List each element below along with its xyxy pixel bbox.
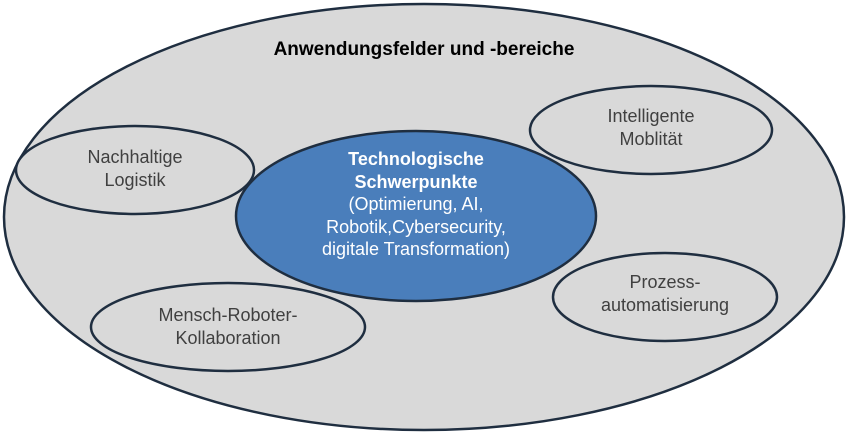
satellite-ellipse-mrk [89, 281, 367, 373]
center-heading-line: Technologische [348, 149, 484, 169]
center-body: (Optimierung, AI, Robotik,Cybersecurity,… [238, 193, 594, 261]
satellite-ellipse-prozessautomatisierung [551, 251, 779, 343]
satellite-label-line: Nachhaltige [87, 147, 183, 167]
satellite-label-mrk: Mensch-Roboter- Kollaboration [118, 304, 338, 349]
satellite-label-logistik: Nachhaltige Logistik [35, 146, 235, 191]
center-heading-line: Schwerpunkte [354, 171, 478, 192]
center-label: Technologische Schwerpunkte (Optimierung… [238, 148, 594, 261]
satellite-ellipse-mobilitaet [528, 84, 774, 176]
satellite-label-line: automatisierung [600, 294, 730, 315]
diagram-title: Anwendungsfelder und -bereiche [273, 39, 575, 60]
center-ellipse [234, 129, 598, 303]
satellite-label-line: Mensch-Roboter- [158, 305, 298, 325]
satellite-label-line: Intelligente [607, 106, 695, 126]
satellite-label-line: Moblität [619, 128, 683, 149]
satellite-label-line: Prozess- [629, 272, 701, 292]
center-heading: Technologische Schwerpunkte [238, 148, 594, 193]
satellite-label-prozessautomatisierung: Prozess- automatisierung [565, 271, 765, 316]
satellite-label-line: Kollaboration [175, 327, 281, 348]
satellite-ellipse-logistik [14, 124, 256, 216]
satellite-label-line: Logistik [104, 169, 166, 190]
satellite-label-mobilitaet: Intelligente Moblität [551, 105, 751, 150]
center-body-line: digitale Transformation) [321, 239, 511, 259]
center-body-line: Robotik,Cybersecurity, [326, 216, 506, 237]
center-body-line: (Optimierung, AI, [348, 194, 484, 214]
